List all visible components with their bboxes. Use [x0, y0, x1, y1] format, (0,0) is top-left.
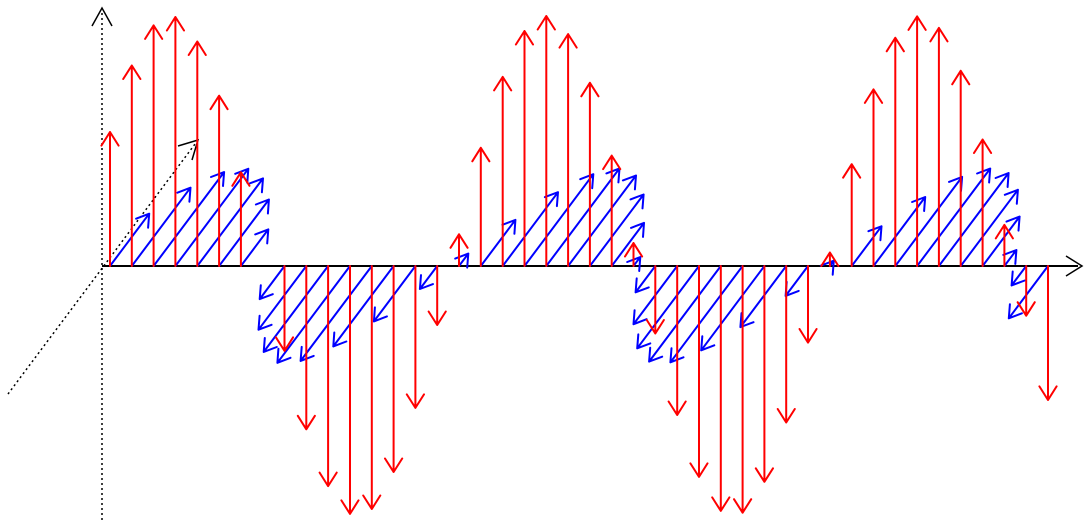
- electric-field-arrow: [580, 81, 600, 267]
- electric-field-arrow: [994, 223, 1014, 267]
- electric-field-arrow: [165, 16, 185, 267]
- electric-field-arrow: [340, 265, 360, 515]
- magnetic-field-arrow: [784, 265, 809, 297]
- electric-field-arrow: [863, 88, 884, 267]
- magnetic-field-arrow: [1007, 265, 1049, 320]
- electric-field-arrow: [493, 75, 513, 267]
- magnetic-field-arrow: [152, 171, 226, 267]
- electric-field-arrow: [885, 36, 905, 267]
- magnetic-field-arrow: [626, 256, 642, 272]
- magnetic-field-arrow: [196, 177, 264, 267]
- magnetic-field-arrow: [372, 265, 417, 323]
- electric-field-arrow: [711, 265, 731, 512]
- magnetic-field-arrow: [916, 167, 992, 267]
- electric-field-arrow: [318, 265, 338, 488]
- magnetic-field-arrow: [130, 186, 192, 267]
- magnetic-field-arrow: [937, 172, 1010, 267]
- depth-axis-arrow-icon: [177, 138, 200, 161]
- electric-field-arrow: [471, 146, 491, 267]
- magnetic-field-arrow: [739, 265, 788, 329]
- electric-field-arrow: [100, 131, 120, 267]
- magnetic-field-arrow: [218, 198, 270, 267]
- electric-field-arrow: [842, 163, 862, 267]
- electric-field-arrow: [689, 265, 709, 478]
- electric-field-arrow: [558, 33, 578, 267]
- electric-field-arrow: [1038, 265, 1058, 401]
- electric-field-arrow: [384, 265, 404, 473]
- magnetic-field-arrow: [501, 191, 559, 267]
- magnetic-field-arrow: [276, 265, 351, 364]
- magnetic-field-arrow: [634, 265, 657, 294]
- magnetic-field-arrow: [299, 265, 373, 362]
- electric-field-arrow: [209, 94, 229, 267]
- magnetic-field-arrow: [174, 167, 250, 267]
- electric-field-vectors: [100, 15, 1058, 515]
- vertical-axis-arrow-icon: [91, 6, 113, 27]
- electric-field-arrow: [667, 265, 687, 416]
- magnetic-field-arrow: [418, 265, 439, 290]
- magnetic-field-arrow: [239, 228, 270, 267]
- electric-field-arrow: [776, 265, 796, 424]
- electric-field-arrow: [907, 15, 927, 267]
- electric-field-arrow: [754, 265, 774, 483]
- electric-field-arrow: [536, 15, 556, 267]
- electric-field-arrow: [951, 69, 971, 267]
- magnetic-field-arrow: [332, 265, 395, 348]
- magnetic-field-arrow: [1010, 265, 1028, 287]
- magnetic-field-arrow: [567, 174, 637, 267]
- magnetic-field-arrow: [262, 265, 330, 353]
- electric-field-arrow: [144, 24, 164, 267]
- magnetic-field-arrow: [109, 212, 151, 267]
- magnetic-field-arrow: [257, 265, 308, 331]
- magnetic-field-arrow: [648, 265, 722, 363]
- electric-field-arrow: [1016, 265, 1036, 317]
- electric-field-arrow: [274, 265, 295, 352]
- magnetic-field-arrow: [258, 265, 286, 301]
- propagation-axis-arrow-icon: [1065, 255, 1084, 277]
- electric-field-arrow: [929, 26, 949, 267]
- magnetic-field-arrow: [479, 218, 517, 267]
- magnetic-field-arrow: [981, 215, 1021, 267]
- electric-field-arrow: [449, 233, 469, 267]
- electric-field-arrow: [427, 265, 447, 326]
- magnetic-field-arrow: [959, 188, 1019, 267]
- electric-field-arrow: [122, 64, 142, 267]
- magnetic-field-arrow: [1002, 249, 1018, 267]
- magnetic-field-vectors: [109, 167, 1049, 364]
- magnetic-field-arrow: [700, 265, 766, 352]
- magnetic-field-arrow: [523, 173, 595, 267]
- magnetic-field-arrow: [669, 265, 744, 364]
- magnetic-field-arrow: [636, 265, 700, 350]
- propagation-axis: [102, 255, 1084, 277]
- electric-field-arrow: [514, 30, 534, 267]
- electric-field-arrow: [296, 265, 316, 431]
- electric-field-arrow: [645, 265, 665, 335]
- electric-field-arrow: [798, 265, 818, 344]
- electric-field-arrow: [973, 138, 993, 267]
- electric-field-arrow: [733, 265, 753, 514]
- electric-field-arrow: [405, 265, 425, 409]
- electric-field-arrow: [231, 171, 251, 267]
- electric-field-arrow: [624, 242, 644, 267]
- magnetic-field-arrow: [610, 221, 645, 267]
- electric-field-arrow: [362, 265, 382, 510]
- electric-field-arrow: [187, 40, 207, 267]
- electric-field-arrow: [820, 251, 840, 267]
- electric-field-arrow: [602, 154, 622, 267]
- magnetic-field-arrow: [545, 167, 621, 267]
- magnetic-field-arrow: [894, 175, 964, 267]
- magnetic-field-arrow: [588, 193, 645, 267]
